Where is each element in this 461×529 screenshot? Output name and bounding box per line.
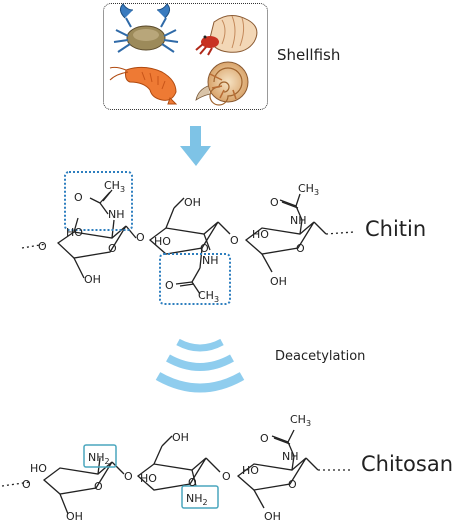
svg-text:CH3: CH3 [298, 182, 319, 197]
svg-text:OH: OH [270, 275, 287, 288]
crab-icon [113, 3, 179, 53]
svg-text:O: O [38, 240, 47, 253]
chitosan-label: Chitosan [361, 452, 454, 476]
svg-text:O: O [124, 470, 133, 483]
svg-text:O: O [200, 242, 209, 255]
chitin-structure [21, 189, 355, 295]
svg-text:OH: OH [84, 273, 101, 286]
svg-text:O: O [230, 234, 239, 247]
amino-group-box [181, 485, 219, 509]
hermit-crab-icon [195, 15, 258, 56]
nautilus-icon [195, 61, 249, 106]
svg-text:O: O [108, 242, 117, 255]
svg-text:CH3: CH3 [104, 179, 125, 194]
svg-text:NH2: NH2 [186, 492, 208, 507]
down-arrow-icon [180, 126, 211, 166]
svg-text:CH3: CH3 [198, 289, 219, 304]
svg-text:OH: OH [264, 510, 281, 523]
svg-text:O: O [222, 470, 231, 483]
svg-text:O: O [165, 279, 174, 292]
svg-text:O: O [188, 476, 197, 489]
shrimp-icon [109, 66, 178, 105]
chitosan-labels: NH2 HO O O OH O OH HO O NH2 O CH3 O NH H… [22, 413, 311, 523]
svg-text:OH: OH [184, 196, 201, 209]
amino-group-box [83, 444, 117, 468]
svg-text:O: O [136, 231, 145, 244]
deacetylation-label: Deacetylation [275, 349, 366, 364]
svg-text:O: O [22, 478, 31, 491]
svg-text:O: O [74, 191, 83, 204]
chitin-labels: CH3 O NH HO O O OH O OH HO O NH O CH3 O … [38, 179, 319, 304]
svg-text:CH3: CH3 [290, 413, 311, 428]
svg-text:O: O [94, 480, 103, 493]
acetyl-group-box [159, 253, 231, 305]
svg-text:HO: HO [66, 226, 83, 239]
svg-text:NH: NH [290, 214, 307, 227]
svg-text:O: O [288, 478, 297, 491]
svg-text:OH: OH [172, 431, 189, 444]
svg-text:HO: HO [252, 228, 269, 241]
chitin-label: Chitin [365, 217, 427, 241]
acetyl-group-box [64, 171, 133, 231]
svg-text:NH: NH [108, 208, 125, 221]
svg-text:O: O [270, 196, 279, 209]
shellfish-label: Shellfish [277, 46, 341, 64]
svg-text:NH2: NH2 [88, 451, 110, 466]
svg-text:HO: HO [154, 235, 171, 248]
svg-text:NH: NH [282, 450, 299, 463]
chitosan-structure [1, 429, 350, 515]
svg-text:NH: NH [202, 254, 219, 267]
svg-text:HO: HO [140, 472, 157, 485]
deacetylation-wave-icon [155, 338, 245, 393]
svg-text:OH: OH [66, 510, 83, 523]
svg-text:HO: HO [242, 464, 259, 477]
svg-text:O: O [296, 242, 305, 255]
svg-text:HO: HO [30, 462, 47, 475]
svg-text:O: O [260, 432, 269, 445]
